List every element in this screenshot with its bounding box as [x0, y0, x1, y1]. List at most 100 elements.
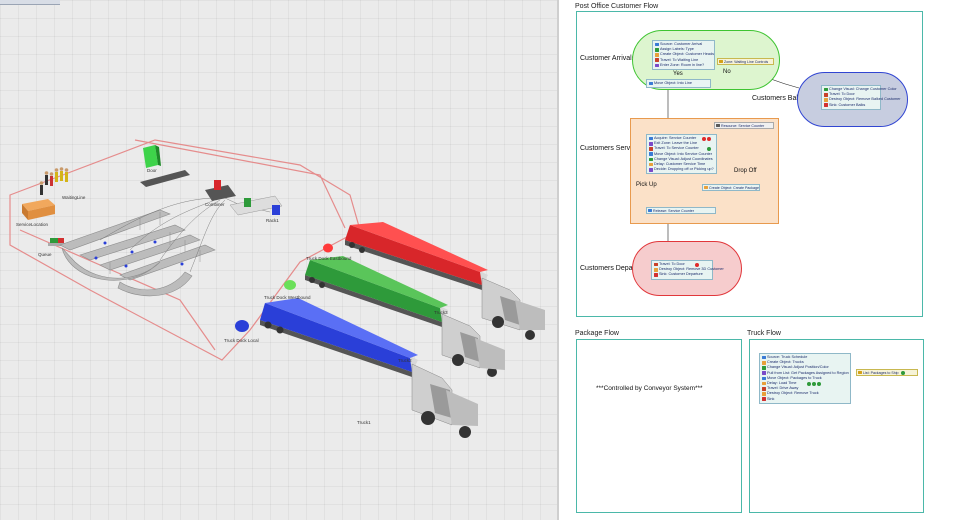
- stage-served-label: Customers Served: [580, 145, 638, 152]
- conveyor-system[interactable]: [59, 209, 216, 297]
- status-dot: [694, 262, 699, 267]
- service-counter[interactable]: [22, 199, 55, 220]
- pick-up-label: Pick Up: [636, 182, 657, 188]
- activity-source-truck[interactable]: Source: Truck Schedule: [762, 355, 848, 360]
- label-dock-east: Truck Dock Eastbound: [306, 256, 352, 261]
- arrivals-activity-block[interactable]: Source: Customer Arrival Assign Labels: …: [652, 40, 715, 71]
- truck-green[interactable]: [305, 256, 505, 377]
- queue-object[interactable]: [48, 238, 66, 246]
- create-icon: [762, 361, 766, 365]
- activity-destroy[interactable]: Destroy Object: Remove Balked Customer: [824, 97, 901, 102]
- visual-icon: [649, 157, 653, 162]
- trucks[interactable]: [260, 222, 545, 438]
- delay-icon: [762, 381, 766, 386]
- activity-destroy-truck[interactable]: Destroy Object: Remove Truck: [762, 391, 848, 396]
- destroy-icon: [762, 392, 766, 396]
- pull-icon: [762, 371, 766, 375]
- resource-icon: [716, 123, 720, 128]
- resource-chip[interactable]: Resource: Service Counter: [714, 122, 774, 129]
- activity-travel-counter[interactable]: Travel: To Service Counter: [649, 146, 714, 151]
- acquire-icon: [649, 136, 653, 141]
- source-icon: [655, 42, 659, 47]
- waiting-line-belt[interactable]: [140, 170, 190, 187]
- create-package-block[interactable]: Create Object: Create Package: [702, 184, 760, 191]
- release-block[interactable]: Release: Service Counter: [646, 207, 716, 214]
- status-dot: [900, 370, 905, 375]
- truck-activity-block[interactable]: Source: Truck Schedule Create Object: Tr…: [759, 353, 851, 404]
- status-dot: [806, 381, 811, 386]
- truck-dock-markers[interactable]: [235, 243, 333, 333]
- activity-travel-door[interactable]: Travel: To Door: [824, 92, 878, 97]
- activity-exit-zone[interactable]: Exit Zone: Leave the Line: [649, 141, 714, 146]
- truck-blue[interactable]: [260, 298, 478, 438]
- rack-object[interactable]: [229, 195, 283, 216]
- package-items[interactable]: [94, 240, 184, 268]
- floor-boundary: [9, 139, 361, 361]
- 3d-model-view[interactable]: Door WaitingLine ServiceLocation Queue C…: [0, 0, 558, 520]
- assign-icon: [655, 48, 659, 52]
- view-toolbar[interactable]: [0, 0, 60, 5]
- activity-change-visual[interactable]: Change Visual: Change Customer Color: [824, 87, 897, 92]
- activity-create-object[interactable]: Create Object: Customer Heads: [655, 52, 714, 57]
- served-activity-block[interactable]: Acquire: Service Counter Exit Zone: Leav…: [646, 134, 717, 175]
- activity-destroy-customer[interactable]: Destroy Object: Remove 3D Customer: [654, 267, 724, 272]
- label-waiting-line: WaitingLine: [62, 195, 86, 200]
- status-dot: [811, 381, 816, 386]
- customer-flow-panel[interactable]: [576, 11, 923, 317]
- activity-travel-door-depart[interactable]: Travel: To Door: [654, 262, 710, 267]
- customer-figures[interactable]: [39, 167, 69, 195]
- process-flow-view[interactable]: Post Office Customer Flow Customer Arriv…: [559, 0, 956, 520]
- status-dot: [706, 147, 711, 151]
- activity-create-trucks[interactable]: Create Object: Trucks: [762, 360, 848, 365]
- 3d-scene[interactable]: [0, 0, 558, 520]
- label-truck3: Truck3: [434, 310, 448, 315]
- activity-travel[interactable]: Travel: To Waiting Line: [655, 58, 712, 63]
- splitter[interactable]: [557, 0, 559, 520]
- combiner-object[interactable]: [205, 180, 236, 201]
- list-chip[interactable]: List: Packages to Ship: [856, 369, 918, 376]
- visual-icon: [762, 366, 766, 370]
- activity-move-into-line[interactable]: Move Object: Into Line: [649, 81, 708, 86]
- yes-branch-label: Yes: [673, 71, 683, 77]
- activity-sink-departure[interactable]: Sink: Customer Departure: [654, 272, 710, 277]
- activity-change-visual-coords[interactable]: Change Visual: Adjust Coordinates: [649, 157, 714, 162]
- activity-enter-zone[interactable]: Enter Zone: Room in line?: [655, 63, 712, 68]
- activity-sink-truck[interactable]: Sink: [762, 397, 848, 402]
- activity-change-visual-truck[interactable]: Change Visual: Adjust Position/Color: [762, 365, 848, 370]
- label-door: Door: [147, 168, 157, 173]
- depart-activity-block[interactable]: Travel: To Door Destroy Object: Remove 3…: [651, 260, 724, 280]
- sink-icon: [654, 273, 658, 277]
- zone-icon: [719, 59, 723, 64]
- activity-move-counter[interactable]: Move Object: Into Service Counter: [649, 152, 714, 157]
- activity-travel-drive[interactable]: Travel: Drive Away: [762, 386, 848, 391]
- activity-sink[interactable]: Sink: Customer Balks: [824, 103, 878, 108]
- label-service-location: ServiceLocation: [16, 222, 49, 227]
- status-dot: [816, 381, 821, 386]
- move-icon: [762, 376, 766, 381]
- activity-delay-load[interactable]: Delay: Load Time: [762, 381, 848, 386]
- move-into-line-block[interactable]: Move Object: Into Line: [646, 79, 711, 89]
- visual-icon: [824, 87, 828, 92]
- activity-pull-from-list[interactable]: Pull from List: Get Packages Assigned to…: [762, 371, 849, 376]
- stage-depart-label: Customers Depart: [580, 265, 637, 272]
- activity-delay[interactable]: Delay: Customer Service Time: [649, 162, 714, 167]
- activity-source[interactable]: Source: Customer Arrival: [655, 42, 712, 47]
- activity-move-packages[interactable]: Move Object: Packages to Truck: [762, 376, 848, 381]
- label-truck1: Truck1: [357, 420, 371, 425]
- decide-icon: [649, 168, 653, 172]
- truck-red[interactable]: [345, 222, 545, 340]
- balk-activity-block[interactable]: Change Visual: Change Customer Color Tra…: [821, 85, 901, 110]
- activity-decide[interactable]: Decide: Dropping off or Picking up?: [649, 167, 714, 172]
- activity-acquire[interactable]: Acquire: Service Counter: [649, 136, 714, 141]
- truck-flow-panel[interactable]: [749, 339, 924, 513]
- package-flow-panel[interactable]: [576, 339, 742, 513]
- destroy-icon: [824, 98, 828, 102]
- activity-assign-labels[interactable]: Assign Labels: Type: [655, 47, 712, 52]
- door-object[interactable]: [143, 145, 161, 168]
- status-dot: [702, 136, 707, 141]
- stage-arrivals-label: Customer Arrivals: [580, 55, 636, 62]
- zone-chip[interactable]: Zone: Waiting Line Controls: [717, 58, 774, 65]
- connector-lines: [99, 197, 271, 273]
- label-dock-west: Truck Dock Westbound: [264, 295, 311, 300]
- no-branch-label: No: [723, 69, 731, 75]
